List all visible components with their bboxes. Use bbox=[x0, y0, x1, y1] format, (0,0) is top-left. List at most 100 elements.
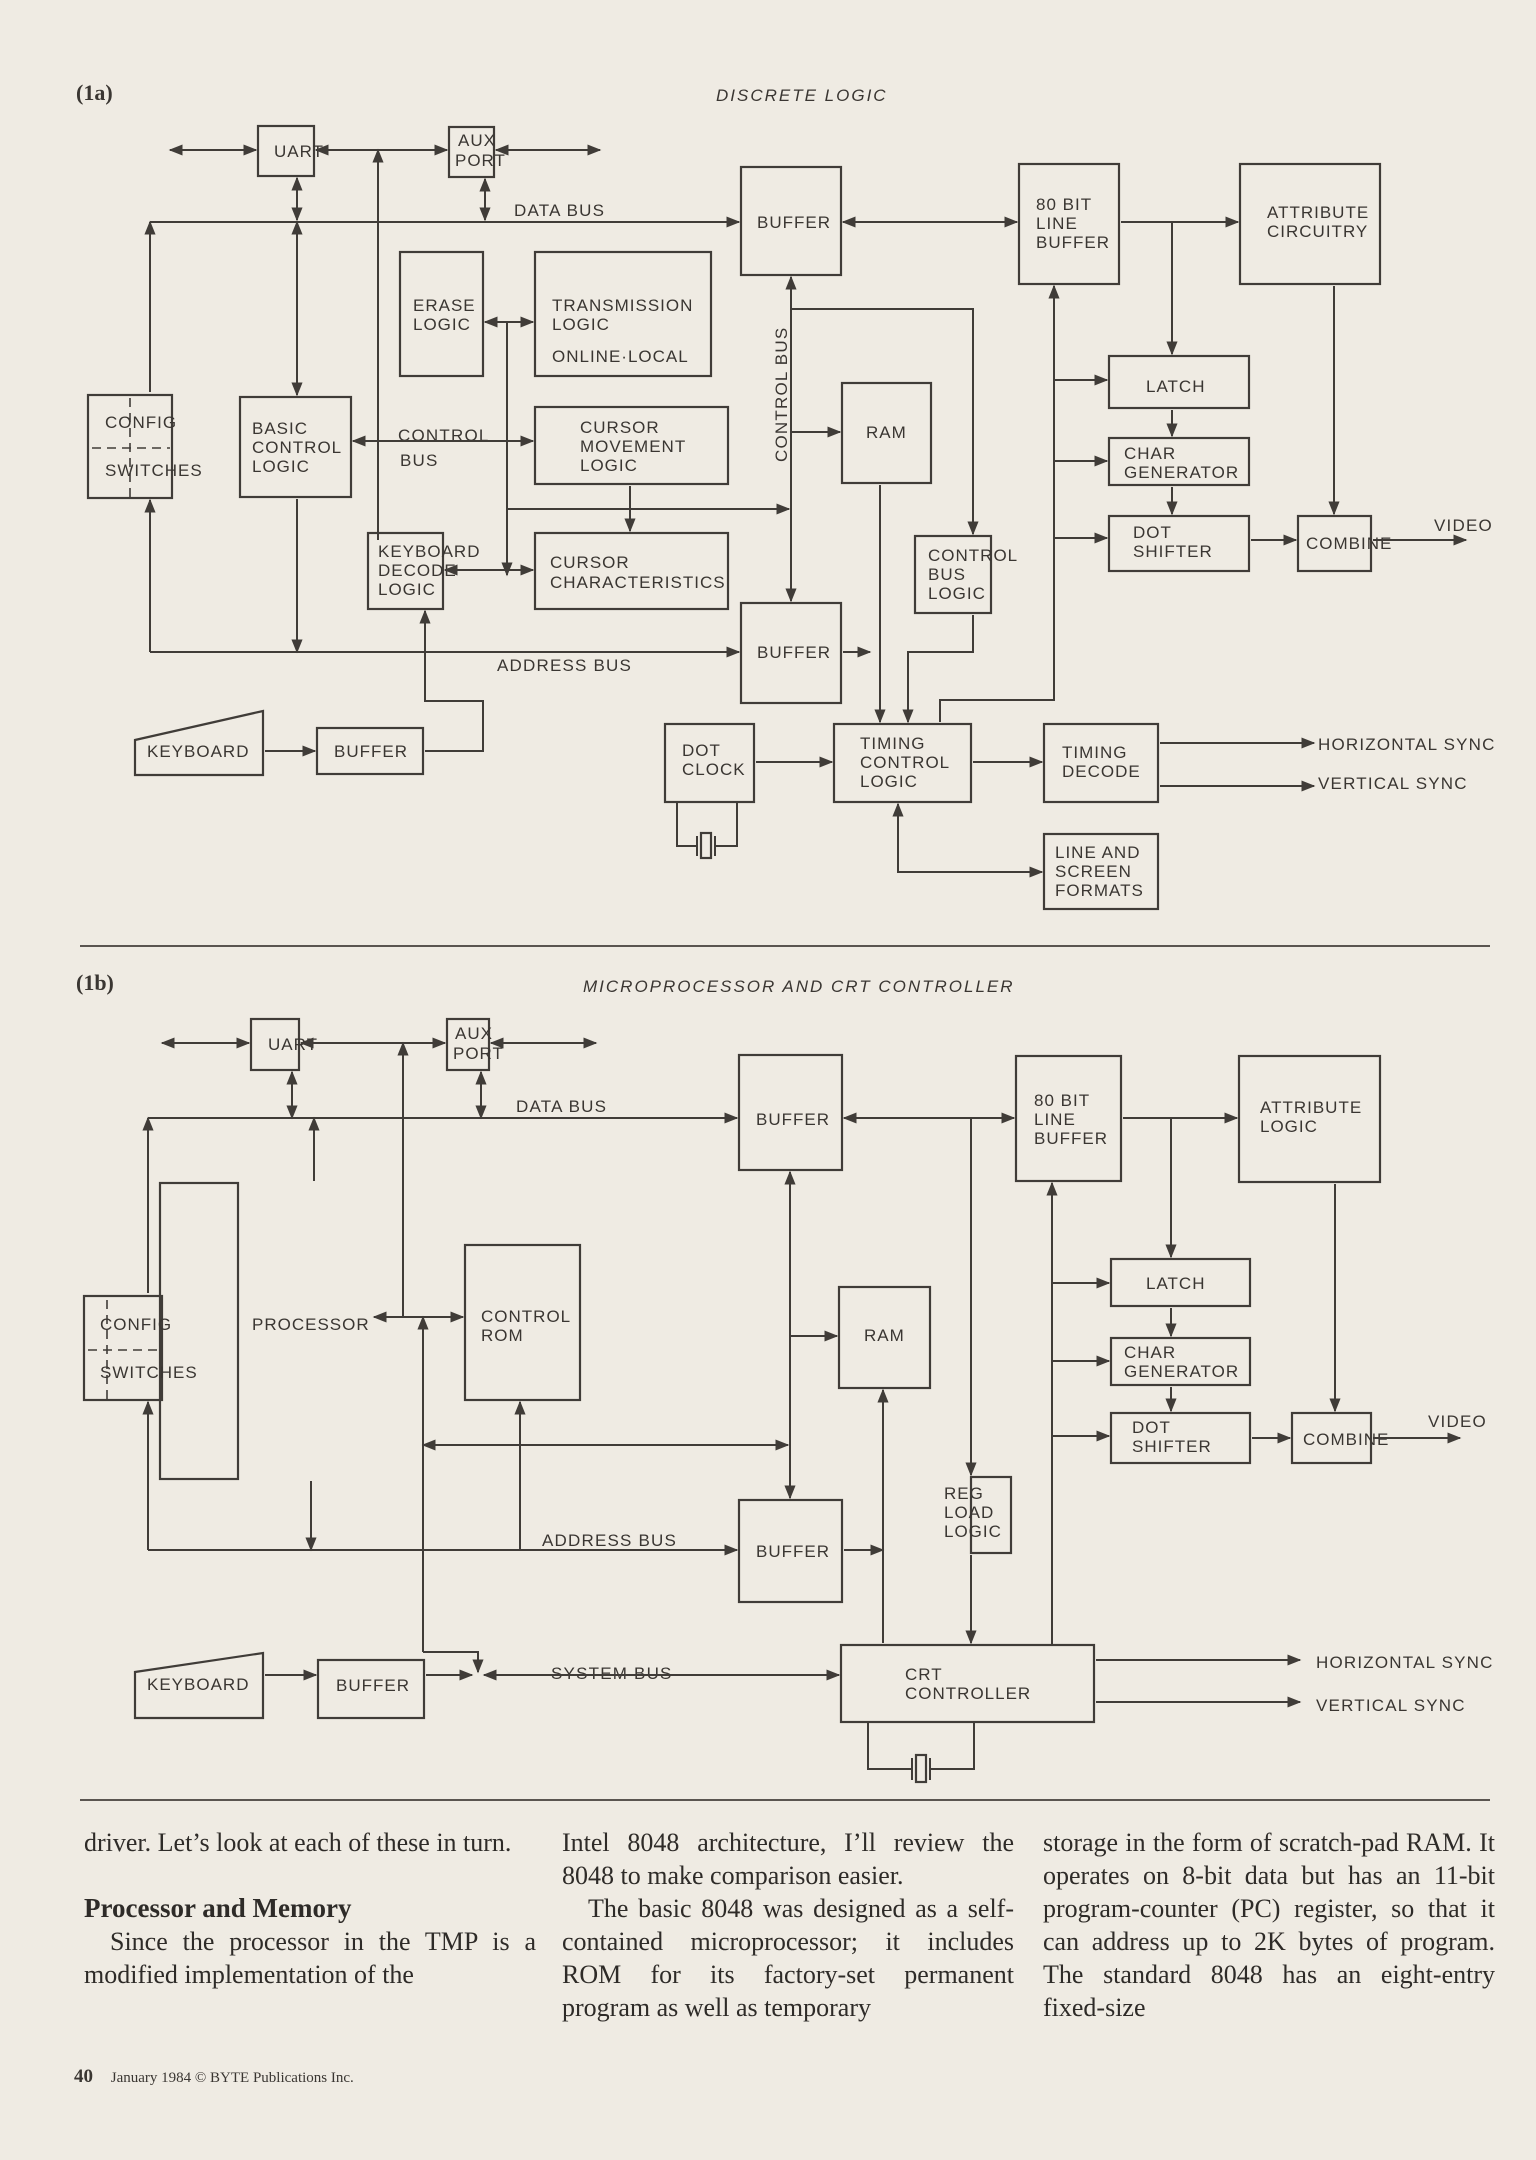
cursor-movement-block bbox=[533, 405, 730, 486]
buffer-keyboard-block bbox=[315, 726, 425, 776]
figure-1b: (1b) MICROPROCESSOR AND CRT CONTROLLER U… bbox=[76, 970, 1492, 1784]
buffer-data-block bbox=[739, 165, 843, 277]
reg-load-logic-block bbox=[969, 1475, 1013, 1555]
aux-port-label: AUX bbox=[455, 1024, 493, 1043]
combine-label: COMBINE bbox=[1303, 1430, 1389, 1449]
block-labels-1a: UART AUX PORT BUFFER 80 BIT LINE BUFFER … bbox=[105, 131, 1391, 900]
transmission-label: ONLINE·LOCAL bbox=[552, 347, 689, 366]
publication-credit: January 1984 © BYTE Publications Inc. bbox=[110, 2070, 354, 2086]
paragraph: Intel 8048 architecture, I’ll review the… bbox=[562, 1828, 1014, 1890]
crystal-icon bbox=[911, 1753, 931, 1784]
switches-label: SWITCHES bbox=[105, 461, 203, 480]
cursor-characteristics-label: CHARACTERISTICS bbox=[550, 573, 726, 592]
address-bus-label: ADDRESS BUS bbox=[497, 656, 632, 675]
uart-label: UART bbox=[274, 142, 324, 161]
control-bus-label: CONTROL bbox=[398, 426, 490, 445]
basic-control-label: LOGIC bbox=[252, 457, 310, 476]
config-label: CONFIG bbox=[100, 1315, 172, 1334]
page-number: 40 bbox=[74, 2066, 93, 2087]
char-generator-label: GENERATOR bbox=[1124, 463, 1239, 482]
control-bus-logic-label: LOGIC bbox=[928, 584, 986, 603]
control-bus-logic-label: CONTROL bbox=[928, 546, 1018, 565]
paragraph: Since the processor in the TMP is a modi… bbox=[84, 1927, 536, 1989]
line-screen-label: LINE AND bbox=[1055, 843, 1140, 862]
line-screen-formats-block bbox=[1042, 832, 1160, 911]
buffer-keyboard-block bbox=[316, 1658, 426, 1720]
aux-port-label: AUX bbox=[458, 131, 496, 150]
aux-port-block bbox=[445, 1017, 491, 1072]
keyboard-decode-label: KEYBOARD bbox=[378, 542, 480, 561]
buffer-label: BUFFER bbox=[756, 1110, 830, 1129]
control-rom-label: ROM bbox=[481, 1326, 524, 1345]
article-column-2: Intel 8048 architecture, I’ll review the… bbox=[562, 1826, 1014, 2024]
control-bus-logic-label: BUS bbox=[928, 565, 966, 584]
erase-label: ERASE bbox=[413, 296, 476, 315]
timing-control-block bbox=[832, 722, 973, 804]
section-heading: Processor and Memory bbox=[84, 1893, 352, 1923]
timing-decode-block bbox=[1042, 722, 1160, 804]
figure-tag: (1a) bbox=[76, 80, 113, 105]
buffer-address-block bbox=[739, 601, 843, 705]
address-bus-label: ADDRESS BUS bbox=[542, 1531, 677, 1550]
ram-label: RAM bbox=[864, 1326, 905, 1345]
combine-block bbox=[1296, 514, 1373, 573]
attribute-label: CIRCUITRY bbox=[1267, 222, 1368, 241]
char-generator-block bbox=[1109, 1336, 1252, 1387]
ram-block bbox=[840, 381, 933, 485]
basic-control-label: BASIC bbox=[252, 419, 308, 438]
processor-label: PROCESSOR bbox=[252, 1315, 370, 1334]
switches-label: SWITCHES bbox=[100, 1363, 198, 1382]
line-buffer-label: 80 BIT bbox=[1036, 195, 1092, 214]
combine-block bbox=[1290, 1411, 1373, 1465]
erase-label: LOGIC bbox=[413, 315, 471, 334]
control-bus-logic-block bbox=[913, 534, 993, 615]
line-buffer-label: LINE bbox=[1036, 214, 1078, 233]
latch-block bbox=[1107, 354, 1251, 410]
dot-shifter-label: DOT bbox=[1132, 1418, 1171, 1437]
article-column-3: storage in the form of scratch-pad RAM. … bbox=[1043, 1826, 1495, 2024]
timing-control-label: TIMING bbox=[860, 734, 926, 753]
crt-controller-block bbox=[839, 1643, 1096, 1724]
aux-port-label: PORT bbox=[455, 151, 506, 170]
keyboard-decode-block bbox=[366, 531, 445, 611]
attribute-block bbox=[1238, 162, 1382, 286]
article-column-1: driver. Let’s look at each of these in t… bbox=[84, 1826, 536, 1991]
aux-port-label: PORT bbox=[453, 1044, 504, 1063]
aux-port-block bbox=[447, 125, 496, 179]
reg-load-label: REG bbox=[944, 1484, 984, 1503]
paragraph: The basic 8048 was designed as a self-co… bbox=[562, 1894, 1014, 2022]
basic-control-block bbox=[238, 395, 353, 499]
timing-decode-label: DECODE bbox=[1062, 762, 1141, 781]
dot-shifter-label: SHIFTER bbox=[1132, 1437, 1212, 1456]
buffer-label: BUFFER bbox=[334, 742, 408, 761]
latch-block bbox=[1109, 1257, 1252, 1308]
keyboard-label: KEYBOARD bbox=[147, 1675, 249, 1694]
ram-label: RAM bbox=[866, 423, 907, 442]
buffer-label: BUFFER bbox=[757, 643, 831, 662]
keyboard-decode-label: DECODE bbox=[378, 561, 457, 580]
cursor-movement-label: LOGIC bbox=[580, 456, 638, 475]
data-bus-label: DATA BUS bbox=[516, 1097, 607, 1116]
control-rom-block bbox=[463, 1243, 582, 1402]
crt-controller-label: CRT bbox=[905, 1665, 943, 1684]
char-generator-label: CHAR bbox=[1124, 444, 1176, 463]
dot-clock-label: CLOCK bbox=[682, 760, 746, 779]
buffer-address-block bbox=[737, 1498, 844, 1604]
video-label: VIDEO bbox=[1428, 1412, 1487, 1431]
attribute-label: ATTRIBUTE bbox=[1267, 203, 1369, 222]
dot-shifter-label: DOT bbox=[1133, 523, 1172, 542]
processor-block bbox=[158, 1181, 240, 1481]
dot-clock-block bbox=[663, 722, 756, 804]
dot-shifter-block bbox=[1109, 1411, 1252, 1465]
vertical-sync-label: VERTICAL SYNC bbox=[1316, 1696, 1466, 1715]
cursor-movement-label: CURSOR bbox=[580, 418, 660, 437]
control-bus-vertical-label: CONTROL BUS bbox=[772, 327, 791, 462]
attribute-block bbox=[1237, 1054, 1382, 1184]
reg-load-label: LOAD bbox=[944, 1503, 994, 1522]
timing-control-label: CONTROL bbox=[860, 753, 950, 772]
timing-control-label: LOGIC bbox=[860, 772, 918, 791]
buffer-label: BUFFER bbox=[336, 1676, 410, 1695]
figure-title: DISCRETE LOGIC bbox=[716, 86, 888, 105]
latch-label: LATCH bbox=[1146, 1274, 1205, 1293]
